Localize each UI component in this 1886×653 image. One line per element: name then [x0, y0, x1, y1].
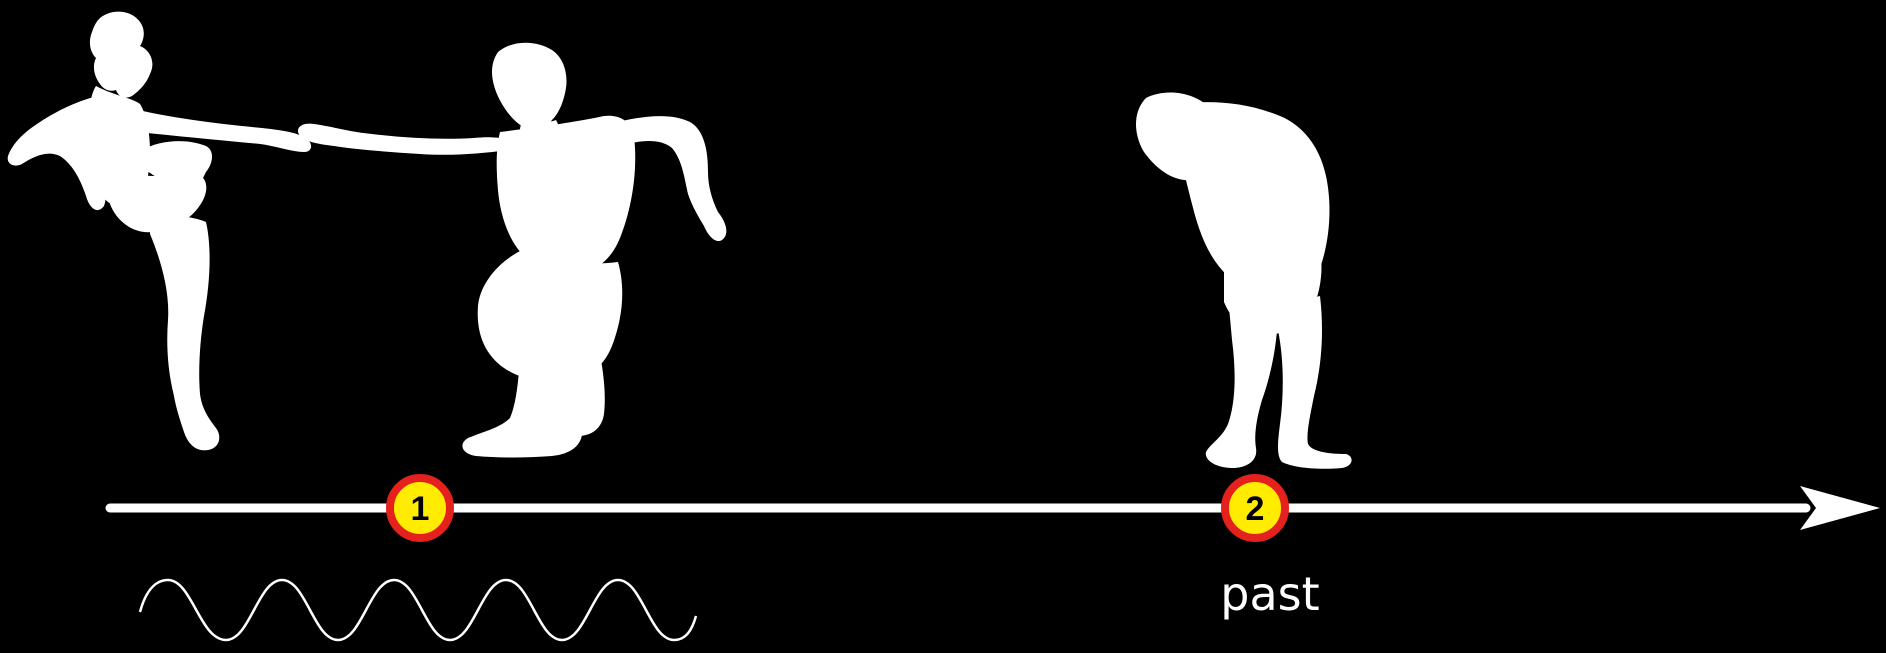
marker-2: 2 — [1225, 478, 1285, 538]
woman-dancer-silhouette — [8, 12, 311, 451]
man-dancer-silhouette — [298, 43, 726, 458]
timeline-arrow — [110, 486, 1880, 530]
marker-2-label: 2 — [1246, 490, 1265, 528]
wave-line — [140, 580, 696, 640]
marker-1: 1 — [390, 478, 450, 538]
marker-1-label: 1 — [411, 490, 430, 528]
past-caption: past — [1220, 567, 1319, 621]
bent-over-man-silhouette — [1136, 93, 1352, 469]
